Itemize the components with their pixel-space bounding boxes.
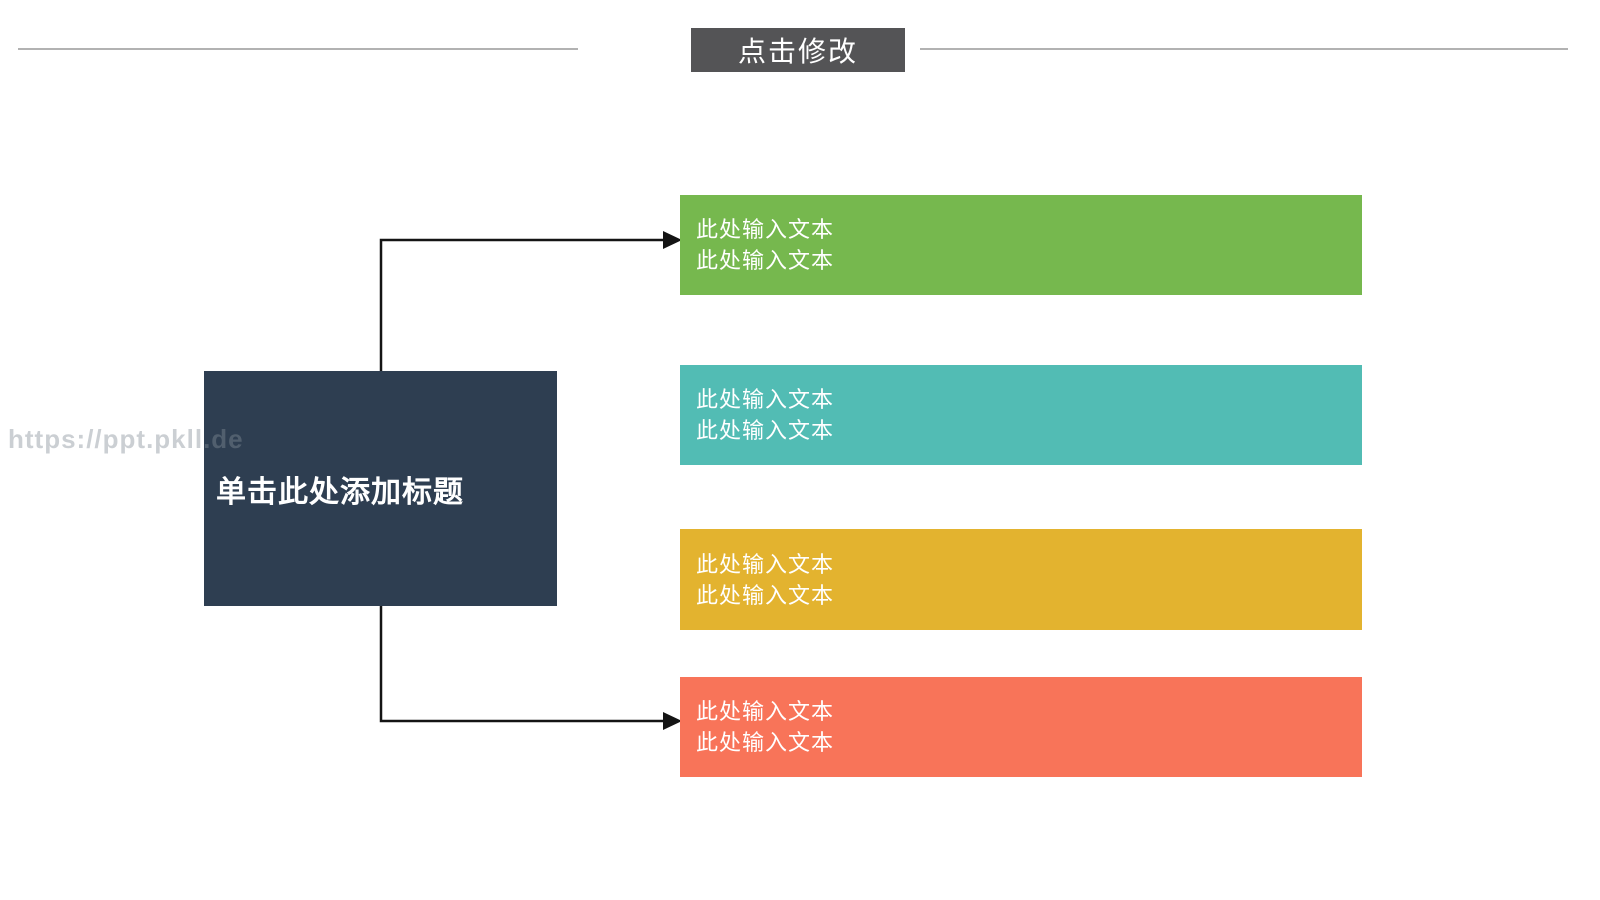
slide-header-label: 点击修改 bbox=[737, 36, 858, 67]
watermark-text: https://ppt.pkll.de bbox=[8, 424, 244, 454]
text-bar-teal[interactable]: 此处输入文本 此处输入文本 bbox=[680, 365, 1362, 465]
title-placeholder-label: 单击此处添加标题 bbox=[216, 475, 464, 509]
header-divider-right bbox=[920, 48, 1568, 50]
text-bar-yellow[interactable]: 此处输入文本 此处输入文本 bbox=[680, 529, 1362, 630]
bar-text-line: 此处输入文本 bbox=[696, 699, 835, 724]
header-divider-left bbox=[18, 48, 578, 50]
connector-line-bottom bbox=[379, 606, 665, 723]
text-bar-orange[interactable]: 此处输入文本 此处输入文本 bbox=[680, 677, 1362, 777]
text-bar-green[interactable]: 此处输入文本 此处输入文本 bbox=[680, 195, 1362, 295]
bar-text-line: 此处输入文本 bbox=[696, 582, 835, 608]
bar-text-line: 此处输入文本 bbox=[696, 248, 835, 273]
bar-text-line: 此处输入文本 bbox=[696, 551, 835, 577]
slide-header-box[interactable]: 点击修改 bbox=[691, 28, 905, 72]
bar-text-line: 此处输入文本 bbox=[696, 730, 835, 755]
bar-text-line: 此处输入文本 bbox=[696, 387, 835, 412]
title-placeholder-box[interactable]: 单击此处添加标题 bbox=[204, 371, 557, 606]
bar-text-line: 此处输入文本 bbox=[696, 418, 835, 443]
connector-line-top bbox=[379, 238, 665, 371]
bar-text-line: 此处输入文本 bbox=[696, 217, 835, 242]
